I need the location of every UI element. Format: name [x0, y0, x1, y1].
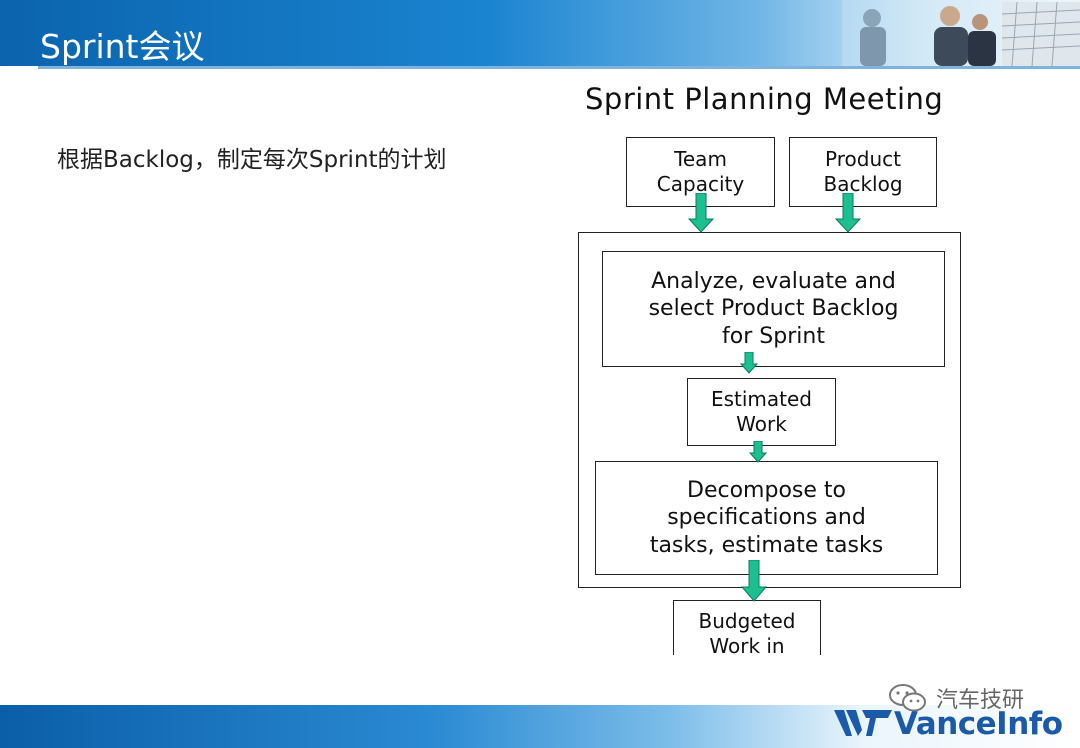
analyze-box: Analyze, evaluate and select Product Bac… — [602, 251, 945, 367]
arrow-down-icon — [740, 352, 758, 374]
wechat-watermark: 汽车技研 — [888, 682, 1024, 714]
budgeted-work-box: Budgeted Work in — [673, 600, 821, 655]
sprint-planning-diagram: Sprint Planning Meeting Team Capacity Pr… — [575, 80, 1005, 655]
vanceinfo-mark-icon — [834, 710, 892, 736]
header-photo — [842, 0, 1080, 66]
vanceinfo-logo: VanceInfo — [832, 706, 1063, 742]
arrow-down-icon — [688, 193, 714, 233]
wechat-icon — [889, 684, 926, 712]
diagram-title: Sprint Planning Meeting — [585, 82, 944, 116]
product-backlog-box: Product Backlog — [789, 137, 937, 207]
slide-title: Sprint会议 — [40, 27, 205, 66]
arrow-down-icon — [835, 193, 861, 233]
body-text: 根据Backlog，制定每次Sprint的计划 — [57, 147, 447, 173]
estimated-work-box: Estimated Work — [687, 378, 836, 446]
arrow-down-icon — [749, 441, 767, 463]
wechat-label: 汽车技研 — [936, 688, 1025, 713]
decompose-box: Decompose to specifications and tasks, e… — [595, 461, 938, 575]
header-divider — [38, 66, 1080, 69]
planning-frame — [578, 232, 961, 588]
logo-text: VanceInfo — [894, 706, 1063, 742]
header-band — [0, 0, 1080, 66]
footer-band — [0, 705, 1080, 748]
arrow-down-icon — [741, 560, 767, 602]
